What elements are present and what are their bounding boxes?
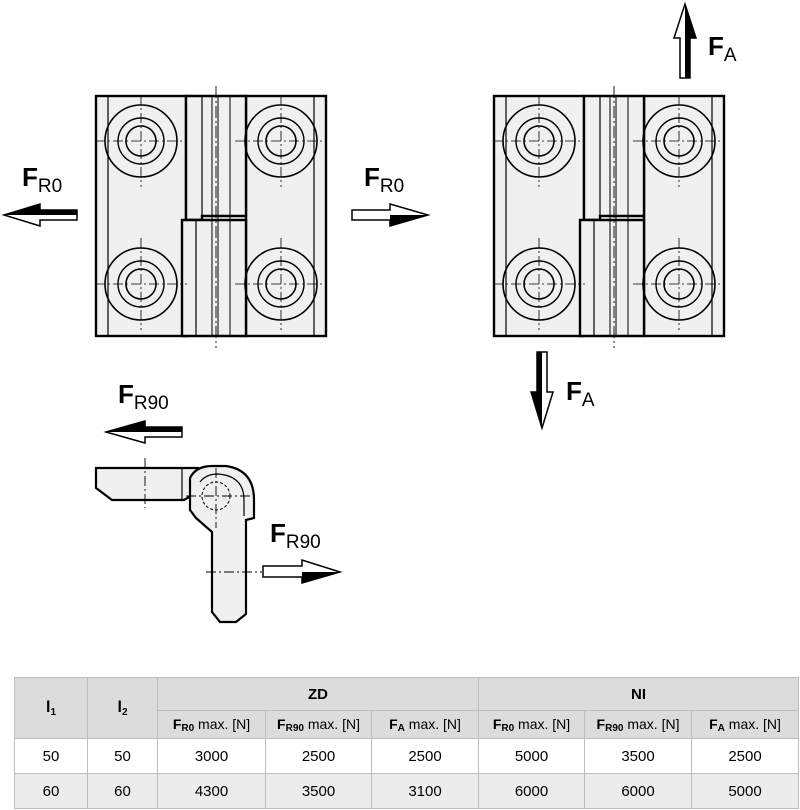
table-cell: 2500 bbox=[371, 738, 479, 774]
hinge-front-view-right bbox=[493, 86, 725, 348]
table-cell: 60 bbox=[14, 773, 88, 809]
fa-bottom-label: FA bbox=[566, 376, 595, 411]
table-cell: 5000 bbox=[690, 773, 800, 809]
fa-top-label: FA bbox=[708, 31, 737, 66]
load-capacity-table: l1 l2 ZD NI FR0 max. [N] FR90 max. [N] F… bbox=[14, 677, 800, 809]
table-cell: 4300 bbox=[157, 773, 266, 809]
sub-header-ni-fa: FA max. [N] bbox=[690, 710, 800, 739]
sub-header-zd-fr0: FR0 max. [N] bbox=[157, 710, 266, 739]
fr90-right-arrow bbox=[262, 558, 343, 584]
table-cell: 50 bbox=[87, 738, 158, 774]
table-row: 60 60 4300 3500 3100 6000 6000 5000 bbox=[14, 773, 800, 809]
fr0-right-label: FR0 bbox=[364, 162, 404, 197]
group-header-ni: NI bbox=[477, 677, 800, 711]
col-header-l2: l2 bbox=[87, 677, 158, 739]
sub-header-ni-fr90: FR90 max. [N] bbox=[584, 710, 692, 739]
table-cell: 3100 bbox=[371, 773, 479, 809]
table-cell: 6000 bbox=[478, 773, 585, 809]
table-cell: 2500 bbox=[690, 738, 800, 774]
table-cell: 50 bbox=[14, 738, 88, 774]
table-cell: 3000 bbox=[157, 738, 266, 774]
table-cell: 2500 bbox=[265, 738, 372, 774]
sub-header-ni-fr0: FR0 max. [N] bbox=[478, 710, 585, 739]
group-header-zd: ZD bbox=[157, 677, 479, 711]
hinge-load-diagram: FR0 FR0 FA FA FR90 FR90 bbox=[1, 1, 737, 624]
hinge-side-view bbox=[94, 458, 262, 624]
table-cell: 3500 bbox=[265, 773, 372, 809]
table-cell: 3500 bbox=[584, 738, 692, 774]
table-cell: 5000 bbox=[478, 738, 585, 774]
fr0-left-label: FR0 bbox=[22, 162, 62, 197]
hinge-front-view-left bbox=[95, 86, 327, 348]
table-cell: 6000 bbox=[584, 773, 692, 809]
fr90-top-label: FR90 bbox=[118, 379, 169, 414]
table-cell: 60 bbox=[87, 773, 158, 809]
fr90-bottom-label: FR90 bbox=[270, 518, 321, 553]
sub-header-zd-fr90: FR90 max. [N] bbox=[265, 710, 372, 739]
col-header-l1: l1 bbox=[14, 677, 88, 739]
table-row: 50 50 3000 2500 2500 5000 3500 2500 bbox=[14, 738, 800, 774]
sub-header-zd-fa: FA max. [N] bbox=[371, 710, 479, 739]
